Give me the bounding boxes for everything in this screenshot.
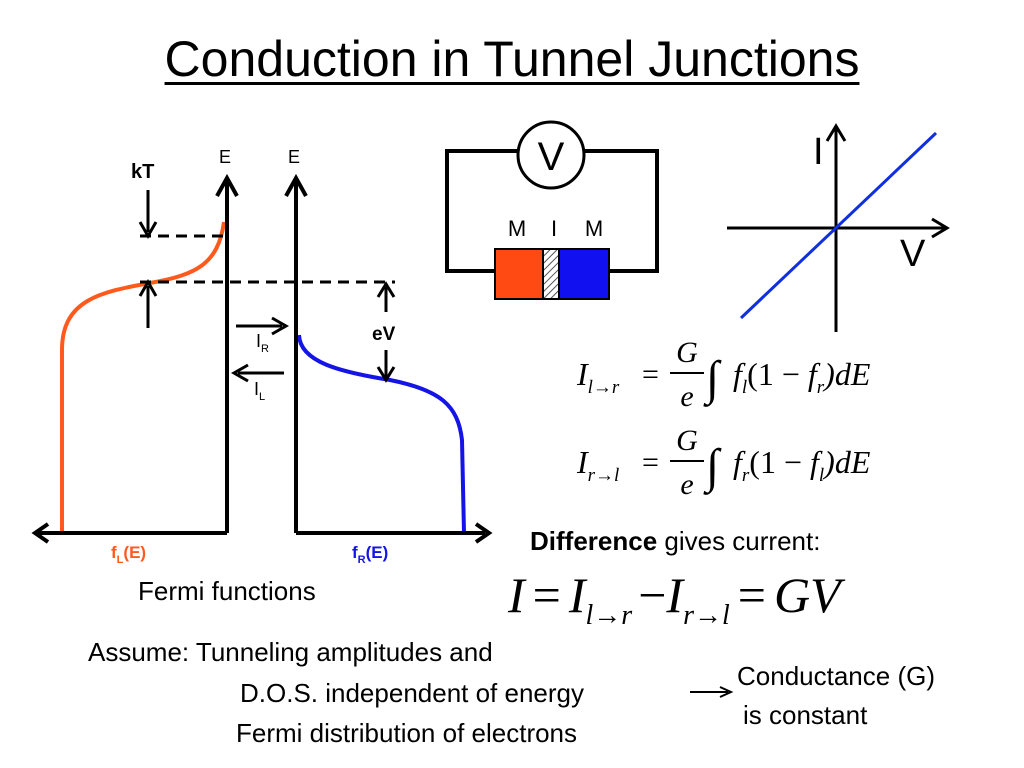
svg-text:fl(1 − fr)dE: fl(1 − fr)dE <box>733 356 871 398</box>
left-axis-arrowhead <box>215 173 239 197</box>
current-equation: I=Il→r−Ir→l=GV <box>507 567 846 631</box>
fermi-diagram: kT E E eV IR IL fL(E) fR(E) Fermi functi… <box>31 147 493 606</box>
equation-1: Il→r = G e ∫ fl(1 − fr)dE <box>576 336 871 413</box>
svg-text:G: G <box>676 424 698 457</box>
result-line-1: Conductance (G) <box>737 661 935 691</box>
kt-label: kT <box>131 161 154 183</box>
energy-label-left: E <box>219 147 231 167</box>
page-title: Conduction in Tunnel Junctions <box>164 31 860 87</box>
svg-text:∫: ∫ <box>703 352 722 407</box>
svg-text:∫: ∫ <box>703 440 722 495</box>
result-line-2: is constant <box>743 700 868 730</box>
layer-label-m1: M <box>508 216 526 241</box>
voltmeter-label: V <box>538 135 565 179</box>
assume-line-2: D.O.S. independent of energy <box>240 678 584 708</box>
iv-plot: I V <box>727 123 950 332</box>
svg-text:=: = <box>642 358 659 391</box>
il-label: IL <box>254 379 265 403</box>
fermi-curve-left <box>60 221 226 533</box>
fl-label: fL(E) <box>111 543 146 566</box>
insulator-layer <box>542 248 560 300</box>
junction-circuit: V M I M <box>445 120 659 300</box>
fr-label: fR(E) <box>352 543 388 566</box>
svg-text:I=Il→r−Ir→l=GV: I=Il→r−Ir→l=GV <box>507 567 846 631</box>
left-baseline-arrowhead <box>31 522 50 544</box>
layer-label-m2: M <box>585 216 603 241</box>
svg-text:Ir→l: Ir→l <box>576 444 619 486</box>
fermi-caption: Fermi functions <box>138 576 316 606</box>
metal-right-layer <box>558 248 610 300</box>
ev-label: eV <box>372 324 396 345</box>
svg-text:e: e <box>680 468 693 501</box>
layer-label-i: I <box>551 216 557 241</box>
ir-label: IR <box>256 331 269 355</box>
iv-line <box>739 131 938 320</box>
right-axis-arrowhead <box>284 173 308 197</box>
metal-left-layer <box>494 248 544 300</box>
iv-x-label: V <box>900 233 926 275</box>
voltmeter <box>516 120 586 190</box>
svg-text:G: G <box>676 336 698 369</box>
svg-text:=: = <box>642 446 659 479</box>
equation-2: Ir→l = G e ∫ fr(1 − fl)dE <box>576 424 871 501</box>
svg-text:Il→r: Il→r <box>576 356 620 398</box>
right-baseline-arrowhead <box>474 522 493 544</box>
svg-text:fr(1 − fl)dE: fr(1 − fl)dE <box>733 444 871 486</box>
svg-text:e: e <box>680 380 693 413</box>
assume-line-3: Fermi distribution of electrons <box>236 718 577 748</box>
assume-line-1: Assume: Tunneling amplitudes and <box>88 637 493 667</box>
fermi-curve-right <box>297 334 466 534</box>
difference-caption: Difference gives current: <box>530 526 820 556</box>
iv-y-label: I <box>813 131 824 173</box>
energy-label-right: E <box>288 147 300 167</box>
